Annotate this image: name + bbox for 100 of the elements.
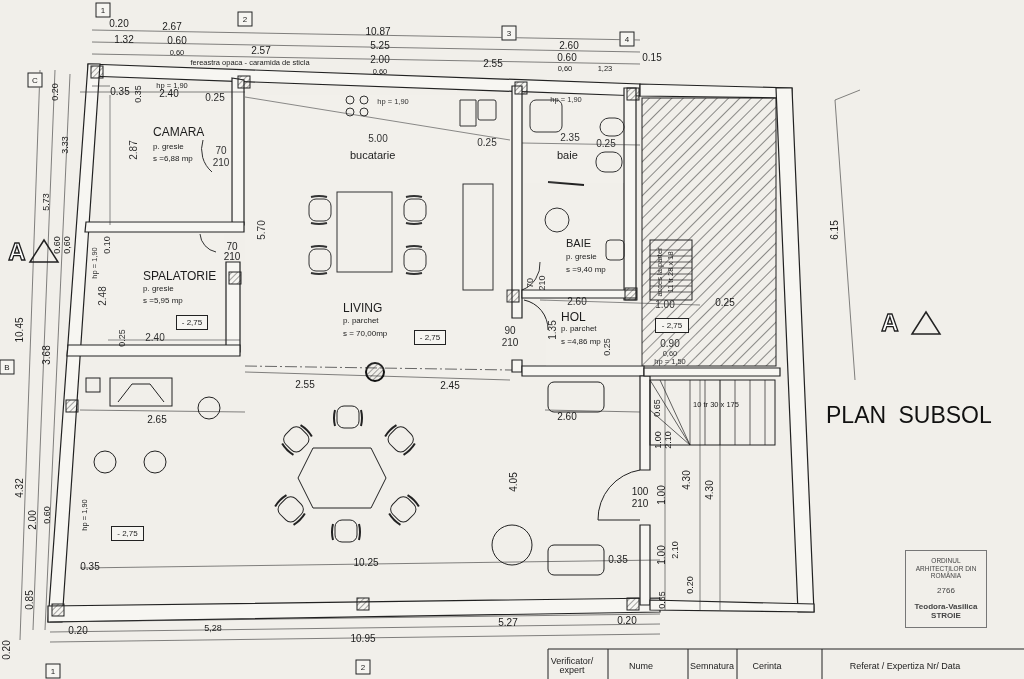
dimension-value: 2.60	[559, 41, 579, 51]
room-area-text: s = 70,00mp	[343, 330, 388, 338]
grid-axis-marker	[0, 359, 15, 375]
dimension-value: 0.65	[657, 591, 667, 609]
dimension-value: 0.25	[117, 329, 127, 347]
table-header-cell: Semnatura	[690, 661, 734, 671]
table-header-cell: Referat / Expertiza Nr/ Data	[849, 661, 961, 671]
room	[524, 95, 624, 183]
dimension-value: 70	[525, 278, 535, 288]
level-marker	[176, 315, 208, 330]
room-area-text: s =6,88 mp	[153, 155, 193, 163]
table-header-cell-text: Verificator/ expert	[549, 656, 595, 676]
level-marker	[414, 330, 446, 345]
grid-axis-marker	[95, 2, 111, 18]
dimension-value: 0.60	[167, 36, 187, 46]
dimension-value: 5.00	[368, 134, 388, 144]
dimension-value: 0.35	[608, 555, 628, 565]
room-name: HOL	[561, 311, 586, 323]
level-marker	[655, 318, 689, 333]
level-value: - 2,75	[117, 529, 138, 538]
dimension-value: 1.00	[657, 485, 667, 505]
dimension-value: 0.35	[133, 85, 143, 103]
dimension-value: 0.25	[477, 138, 497, 148]
dimension-value: 3.68	[42, 345, 52, 365]
dimension-value: 0.35	[80, 562, 100, 572]
dimension-value: 210	[212, 158, 230, 168]
dimension-value: 210	[223, 252, 241, 262]
dimension-value: 0.60	[42, 506, 52, 524]
dimension-value: 2.10	[663, 431, 673, 449]
dimension-value: 100	[631, 487, 649, 497]
table-header-cell: Nume	[629, 661, 653, 671]
dimension-value: 0.85	[25, 590, 35, 610]
dimension-value: 1.00	[653, 431, 663, 449]
floor-finish-text: p. parchet	[343, 317, 379, 325]
dimension-value: 2.40	[145, 333, 165, 343]
dimension-value: 2.10	[670, 541, 680, 559]
grid-axis-marker	[501, 25, 517, 41]
dimension-value: 3.33	[60, 136, 70, 154]
dimension-value: 10.25	[353, 558, 379, 568]
table-header-cell: Cerinta	[752, 661, 782, 671]
grid-axis-marker	[237, 11, 253, 27]
room-area-text: s =4,86 mp	[561, 338, 601, 346]
level-value: - 2,75	[419, 333, 441, 342]
dimension-value: 0.10	[102, 236, 112, 254]
dimension-value: 0.25	[602, 338, 612, 356]
room-name: LIVING	[343, 302, 383, 314]
architect-stamp	[905, 550, 987, 628]
dimension-value: 4.30	[682, 470, 692, 490]
dimension-value: 0.25	[205, 93, 225, 103]
dimension-value: 0.20	[2, 640, 12, 660]
grid-axis-marker	[355, 659, 371, 675]
dimension-value: 6.15	[830, 220, 840, 240]
dimension-value: 5.25	[370, 41, 390, 51]
dimension-value: 2.87	[129, 140, 139, 160]
axis-label: C	[32, 75, 38, 85]
dimension-value: 4.32	[15, 478, 25, 498]
dimension-value: 210	[631, 499, 649, 509]
dimension-value: 0.20	[617, 616, 637, 626]
dimension-value: 0.60	[557, 53, 577, 63]
dimension-value: 210	[501, 338, 519, 348]
dimension-value: 210	[537, 275, 547, 291]
floor-finish-text: p. gresie	[143, 285, 174, 293]
dimension-value: 5,28	[204, 623, 222, 633]
dimension-value: 2.00	[28, 510, 38, 530]
dimension-value: 5.27	[498, 618, 518, 628]
dimension-value: 70	[226, 242, 238, 252]
dimension-value: 1.35	[548, 320, 558, 340]
dimension-value: 1.00	[657, 545, 667, 565]
dimension-value: 0.65	[652, 399, 662, 417]
plan-title: PLAN SUBSOL	[826, 402, 992, 429]
axis-label: 1	[100, 5, 106, 15]
dimension-value: 1.32	[114, 35, 134, 45]
level-value: - 2,75	[181, 318, 203, 327]
grid-axis-marker	[27, 72, 43, 88]
dimension-value: 4.30	[705, 480, 715, 500]
axis-label: 3	[506, 28, 512, 38]
dimension-value: 4.05	[509, 472, 519, 492]
dimension-value: 2.55	[295, 380, 315, 390]
grid-axis-marker	[619, 31, 635, 47]
room-name: baie	[557, 150, 578, 161]
room-name: bucatarie	[350, 150, 396, 161]
dimension-value: 90	[504, 326, 516, 336]
dimension-value: 2.45	[440, 381, 460, 391]
axis-label: 2	[360, 662, 366, 672]
dimension-value: 0,60	[62, 236, 72, 254]
floor-finish-text: p. parchet	[561, 325, 597, 333]
dimension-value: 0.25	[596, 139, 616, 149]
stamp-text: 2766	[937, 586, 955, 596]
dimension-value: 1.00	[655, 300, 675, 310]
room-name: CAMARA	[153, 126, 205, 138]
floor-finish-text: p. gresie	[566, 253, 597, 261]
dimension-value: 2.65	[147, 415, 167, 425]
axis-label: 1	[50, 666, 56, 676]
dimension-value: 2.35	[560, 133, 580, 143]
dimension-value: 2.55	[483, 59, 503, 69]
dimension-value: 70	[215, 146, 227, 156]
grid-axis-marker	[45, 663, 61, 679]
dimension-value: 5.70	[257, 220, 267, 240]
dimension-value: 2.48	[98, 286, 108, 306]
section-letter: A	[8, 240, 26, 264]
